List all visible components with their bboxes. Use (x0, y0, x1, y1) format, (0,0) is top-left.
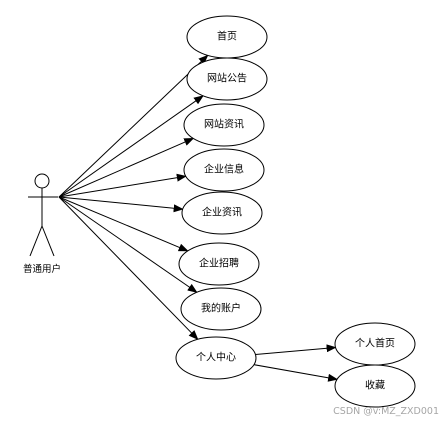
use-case-label: 收藏 (365, 379, 385, 392)
use-case-ellipse (175, 336, 257, 380)
use-case-label: 个人中心 (196, 351, 236, 364)
use-case-notice[interactable]: 网站公告 (186, 57, 268, 101)
association-lines (58, 54, 339, 382)
use-case-ellipse (186, 57, 268, 101)
association-arrow-actor-to-recruit (58, 196, 189, 252)
association-arrow-actor-to-home (58, 54, 209, 198)
use-case-label: 首页 (217, 30, 237, 43)
association-arrow-actor-to-center (58, 196, 199, 341)
use-case-recruit[interactable]: 企业招聘 (178, 242, 260, 286)
use-case-label: 企业招聘 (199, 257, 239, 270)
use-case-profile[interactable]: 个人首页 (334, 322, 416, 366)
use-case-ellipse (334, 364, 416, 408)
use-case-company-info[interactable]: 企业信息 (183, 148, 265, 192)
use-case-label: 企业资讯 (202, 206, 242, 219)
use-case-label: 网站公告 (207, 72, 247, 85)
use-case-company-news[interactable]: 企业资讯 (181, 191, 263, 235)
actor-head (34, 173, 50, 189)
use-case-label: 企业信息 (204, 163, 244, 176)
use-case-favorites[interactable]: 收藏 (334, 364, 416, 408)
use-case-ellipse (178, 242, 260, 286)
use-case-ellipse (180, 287, 262, 331)
actor-right-leg (41, 225, 55, 257)
use-case-label: 网站资讯 (204, 118, 244, 131)
association-arrow-actor-to-company-info (58, 173, 187, 198)
use-case-label: 我的账户 (201, 302, 241, 315)
use-case-account[interactable]: 我的账户 (180, 287, 262, 331)
actor-label: 普通用户 (23, 263, 61, 275)
use-case-center[interactable]: 个人中心 (175, 336, 257, 380)
association-arrow-center-to-favorites (253, 364, 339, 382)
use-case-ellipse (183, 103, 265, 147)
use-case-news[interactable]: 网站资讯 (183, 103, 265, 147)
association-arrow-actor-to-notice (58, 95, 204, 198)
actor-left-leg (29, 225, 43, 257)
use-case-home[interactable]: 首页 (186, 15, 268, 59)
association-arrow-actor-to-account (58, 196, 198, 293)
watermark: CSDN @v:MZ_ZXD001 (333, 406, 439, 417)
actor-figure (28, 173, 58, 257)
use-case-ellipse (183, 148, 265, 192)
association-arrow-actor-to-news (58, 137, 195, 198)
use-case-ellipse (181, 191, 263, 235)
use-case-label: 个人首页 (355, 337, 395, 350)
association-arrow-actor-to-company-news (58, 196, 184, 213)
association-arrow-center-to-profile (255, 344, 337, 356)
